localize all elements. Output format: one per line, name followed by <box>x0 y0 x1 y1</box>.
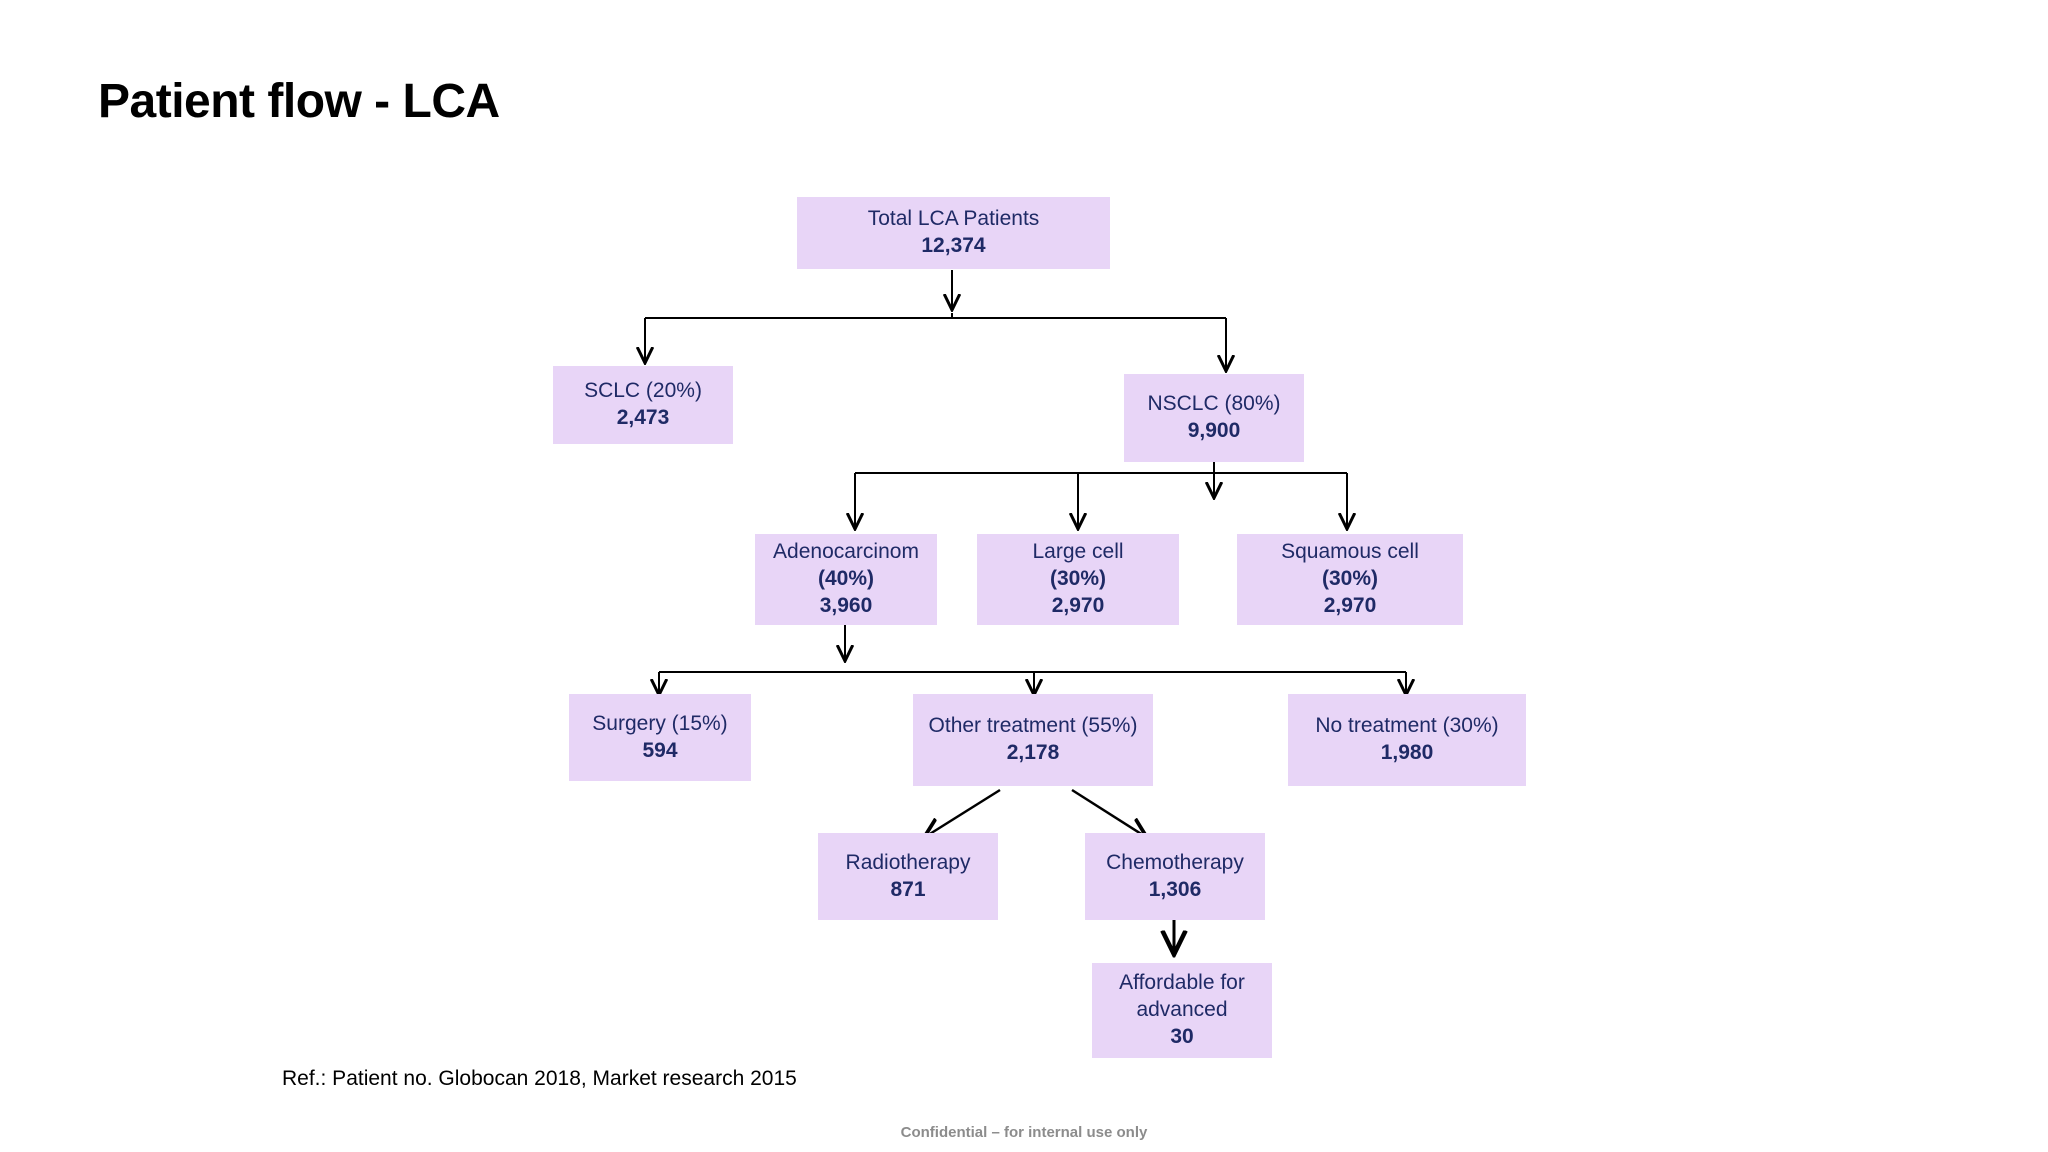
node-other-value: 2,178 <box>1006 741 1060 764</box>
node-sclc[interactable]: SCLC (20%) 2,473 <box>553 366 733 444</box>
node-surgery[interactable]: Surgery (15%) 594 <box>569 694 751 781</box>
edge-other-to-radio <box>925 788 1001 837</box>
node-affordable-label-line1: Affordable for <box>1119 971 1245 995</box>
node-affordable-value: 30 <box>1170 1024 1194 1048</box>
node-large-cell[interactable]: Large cell (30%) 2,970 <box>977 534 1179 625</box>
node-chemo-label: Chemotherapy <box>1106 850 1244 874</box>
node-other-treatment[interactable]: Other treatment (55%) 2,178 <box>913 694 1153 786</box>
node-surgery-value: 594 <box>642 738 678 762</box>
node-squamous-value: 2,970 <box>1323 593 1377 617</box>
node-affordable-label-line2: advanced <box>1136 998 1228 1022</box>
node-squamous-label: Squamous cell <box>1281 540 1419 564</box>
node-nsclc-label: NSCLC (80%) <box>1147 392 1281 416</box>
node-notreatment-value: 1,980 <box>1380 741 1434 764</box>
node-nsclc[interactable]: NSCLC (80%) 9,900 <box>1124 374 1304 462</box>
node-adeno-value: 3,960 <box>819 593 873 617</box>
node-chemotherapy[interactable]: Chemotherapy 1,306 <box>1085 833 1265 920</box>
node-squamous-cell[interactable]: Squamous cell (30%) 2,970 <box>1237 534 1463 625</box>
node-affordable-for-advanced[interactable]: Affordable for advanced 30 <box>1092 963 1272 1058</box>
reference-note: Ref.: Patient no. Globocan 2018, Market … <box>282 1067 797 1090</box>
node-largecell-value: 2,970 <box>1051 593 1105 617</box>
node-surgery-label: Surgery (15%) <box>592 711 728 735</box>
node-sclc-value: 2,473 <box>616 406 670 429</box>
edge-total-to-split <box>645 270 1226 370</box>
edge-other-to-chemo <box>1071 788 1146 837</box>
node-squamous-percent: (30%) <box>1321 567 1379 591</box>
node-adenocarcinom[interactable]: Adenocarcinom (40%) 3,960 <box>755 534 937 625</box>
edge-adeno-to-treatments <box>659 625 1406 694</box>
edge-nsclc-to-subtypes <box>855 462 1347 528</box>
confidential-footer: Confidential – for internal use only <box>900 1124 1148 1141</box>
node-adeno-percent: (40%) <box>817 567 875 591</box>
node-nsclc-value: 9,900 <box>1187 419 1241 442</box>
node-radio-value: 871 <box>890 877 926 901</box>
node-total-label: Total LCA Patients <box>867 207 1040 231</box>
node-largecell-percent: (30%) <box>1049 567 1107 591</box>
node-largecell-label: Large cell <box>1032 540 1124 564</box>
node-total-lca-patients[interactable]: Total LCA Patients 12,374 <box>797 197 1110 269</box>
node-radio-label: Radiotherapy <box>845 850 971 874</box>
node-other-label: Other treatment (55%) <box>928 714 1138 738</box>
node-radiotherapy[interactable]: Radiotherapy 871 <box>818 833 998 920</box>
node-notreatment-label: No treatment (30%) <box>1315 714 1499 738</box>
node-no-treatment[interactable]: No treatment (30%) 1,980 <box>1288 694 1526 786</box>
page-title: Patient flow - LCA <box>98 75 500 128</box>
node-total-value: 12,374 <box>921 234 986 257</box>
node-sclc-label: SCLC (20%) <box>584 379 702 403</box>
node-chemo-value: 1,306 <box>1148 877 1202 901</box>
node-adeno-label: Adenocarcinom <box>773 540 919 564</box>
